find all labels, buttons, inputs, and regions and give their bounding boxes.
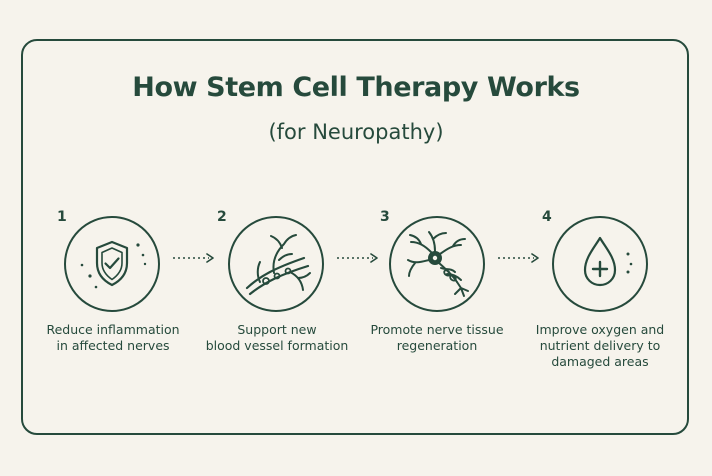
step-3-caption-line-1: Promote nerve tissue [370,322,504,337]
step-4-caption-line-2: nutrient delivery to [539,338,661,353]
step-1-caption-line-2: in affected nerves [56,338,170,353]
step-2-caption: Support new blood vessel formation [192,322,362,354]
dotted-arrow-1 [173,253,214,263]
dotted-arrow-2 [337,253,378,263]
step-1-caption: Reduce inflammation in affected nerves [28,322,198,354]
step-2-caption-line-1: Support new [237,322,317,337]
step-1-circle [64,216,160,312]
step-3-caption-line-2: regeneration [396,338,478,353]
blood-drop-plus-icon [583,236,633,287]
step-4-caption: Improve oxygen and nutrient delivery to … [515,322,685,370]
step-2-caption-line-2: blood vessel formation [205,338,349,353]
blood-vessel-icon [245,234,311,296]
page-title: How Stem Cell Therapy Works [132,72,580,103]
step-2-number: 2 [217,209,227,225]
step-3-caption: Promote nerve tissue regeneration [352,322,522,354]
neuron-icon [407,231,469,297]
page-subtitle: (for Neuropathy) [268,120,444,144]
diagram-card [21,39,689,435]
step-3-number: 3 [380,209,390,225]
step-4-caption-line-1: Improve oxygen and [535,322,665,337]
step-1-number: 1 [57,209,67,225]
dotted-arrow-3 [498,253,539,263]
step-2-circle [228,216,324,312]
step-1-caption-line-1: Reduce inflammation [46,322,180,337]
step-4-number: 4 [542,209,552,225]
step-4-caption-line-3: damaged areas [551,354,649,369]
step-3-circle [389,216,485,312]
step-4-circle [552,216,648,312]
shield-check-icon [80,240,147,289]
